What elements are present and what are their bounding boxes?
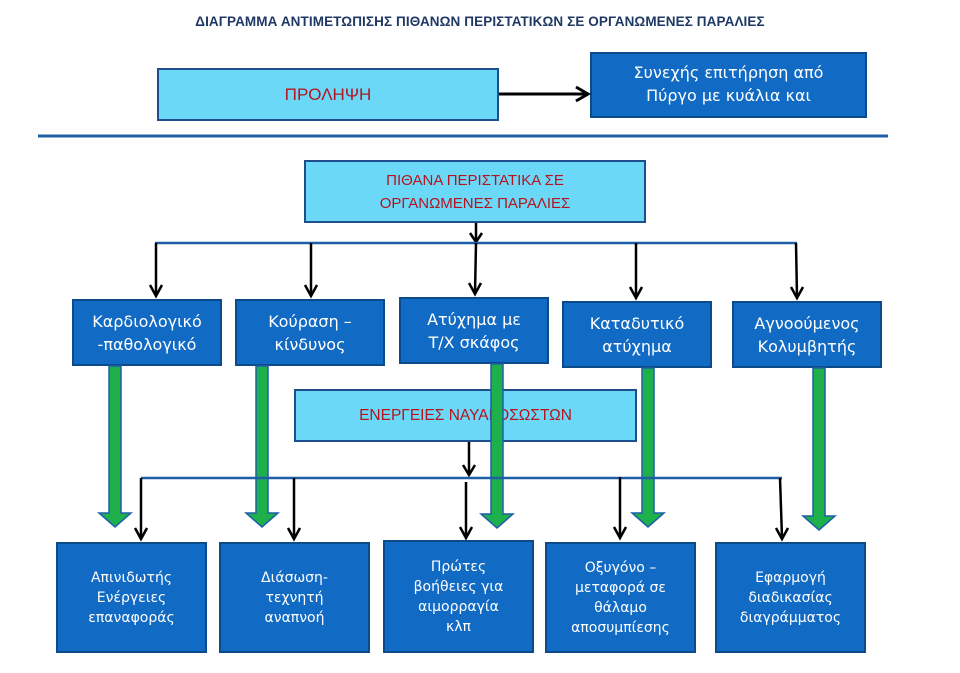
incident-cardiological: Καρδιολογικό -παθολογικό [72, 299, 222, 366]
surveillance-box: Συνεχής επιτήρηση από Πύργο με κυάλια κα… [590, 52, 867, 118]
diagram-title: ΔΙΑΓΡΑΜΜΑ ΑΝΤΙΜΕΤΩΠΙΣΗΣ ΠΙΘΑΝΩΝ ΠΕΡΙΣΤΑΤ… [195, 14, 765, 29]
prevention-box: ΠΡΟΛΗΨΗ [157, 68, 499, 121]
actions-header-label: ΕΝΕΡΓΕΙΕΣ ΝΑΥΑΓΟΣΩΣΤΩΝ [359, 406, 572, 424]
incident-label: Ατύχημα με Τ/Χ σκάφος [427, 309, 521, 352]
action-label: Πρώτες βοήθειες για αιμορραγία κλπ [413, 558, 504, 635]
incident-label: Καταδυτικό ατύχημα [589, 313, 685, 356]
incident-diving-accident: Καταδυτικό ατύχημα [562, 301, 712, 368]
action-diagram-procedure: Εφαρμογή διαδικασίας διαγράμματος [715, 542, 866, 653]
action-arrows [133, 477, 790, 542]
incident-missing-swimmer: Αγνοούμενος Κολυμβητής [732, 301, 882, 368]
incident-boat-accident: Ατύχημα με Τ/Χ σκάφος [399, 297, 549, 364]
incidents-header-label: ΠΙΘΑΝΑ ΠΕΡΙΣΤΑΤΙΚΑ ΣΕ ΟΡΓΑΝΩΜΕΝΕΣ ΠΑΡΑΛΙ… [379, 171, 571, 212]
incident-label: Κούραση – κίνδυνος [268, 311, 352, 354]
action-label: Οξυγόνο – μεταφορά σε θάλαμο αποσυμπίεση… [571, 559, 670, 636]
incident-label: Καρδιολογικό -παθολογικό [92, 311, 202, 354]
incident-fatigue: Κούραση – κίνδυνος [235, 299, 385, 366]
surveillance-label: Συνεχής επιτήρηση από Πύργο με κυάλια κα… [633, 63, 824, 105]
incidents-header-box: ΠΙΘΑΝΑ ΠΕΡΙΣΤΑΤΙΚΑ ΣΕ ΟΡΓΑΝΩΜΕΝΕΣ ΠΑΡΑΛΙ… [304, 160, 646, 223]
green-arrow-2 [244, 365, 280, 528]
action-first-aid: Πρώτες βοήθειες για αιμορραγία κλπ [383, 540, 534, 653]
action-label: Απινιδωτής Ενέργειες επαναφοράς [88, 569, 175, 626]
prevention-label: ΠΡΟΛΗΨΗ [284, 84, 372, 104]
action-label: Διάσωση- τεχνητή αναπνοή [261, 569, 328, 626]
action-label: Εφαρμογή διαδικασίας διαγράμματος [739, 569, 842, 626]
prevention-arrowhead [575, 85, 591, 103]
action-defibrillator: Απινιδωτής Ενέργειες επαναφοράς [56, 542, 207, 653]
green-arrow-5 [801, 367, 837, 531]
green-arrow-1 [97, 365, 133, 528]
incident-arrows [148, 242, 805, 301]
incident-label: Αγνοούμενος Κολυμβητής [754, 313, 860, 356]
action-rescue-breathing: Διάσωση- τεχνητή αναπνοή [219, 542, 370, 653]
actions-header-box: ΕΝΕΡΓΕΙΕΣ ΝΑΥΑΓΟΣΩΣΤΩΝ [294, 389, 637, 442]
action-oxygen: Οξυγόνο – μεταφορά σε θάλαμο αποσυμπίεση… [545, 542, 696, 653]
